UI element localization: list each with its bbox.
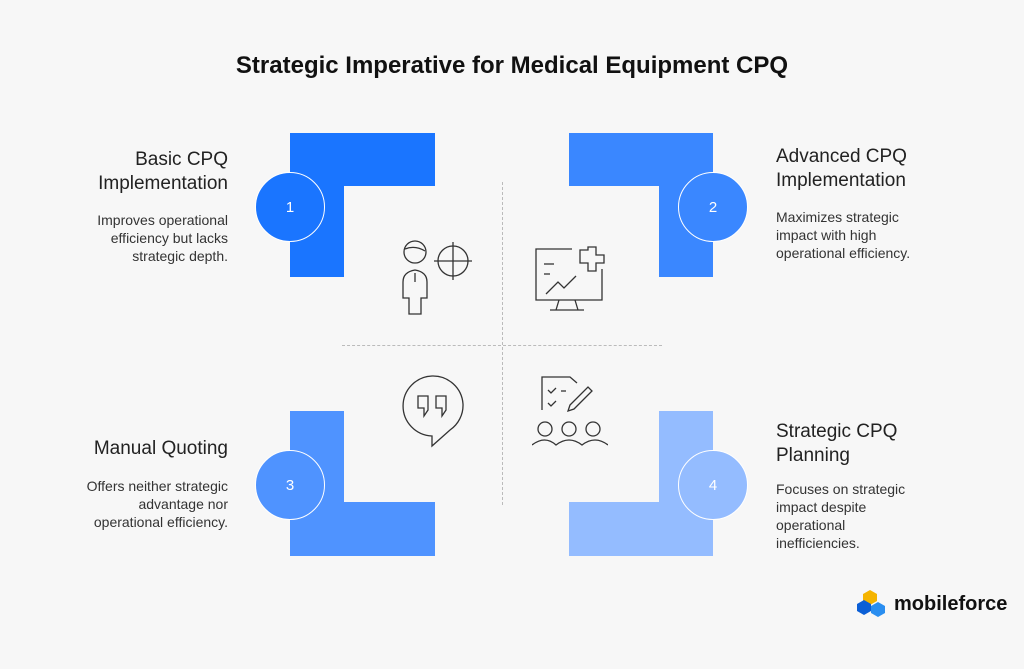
q4-desc-line: inefficiencies. [776, 535, 860, 551]
q4-description: Focuses on strategic impact despite oper… [776, 480, 905, 552]
q2-desc-line: Maximizes strategic [776, 209, 899, 225]
q4-heading: Strategic CPQ Planning [776, 420, 897, 468]
quote-bubble-icon [402, 375, 464, 448]
q2-desc-line: impact with high [776, 227, 877, 243]
q1-description: Improves operational efficiency but lack… [97, 211, 228, 265]
q4-heading-line: Strategic CPQ [776, 421, 898, 442]
mobileforce-logo-icon [857, 590, 885, 617]
q3-desc-line: operational efficiency. [93, 514, 228, 530]
q4-desc-line: Focuses on strategic [776, 481, 906, 497]
q4-heading-line: Planning [776, 445, 850, 466]
q3-description: Offers neither strategic advantage nor o… [87, 477, 228, 531]
vertical-divider [502, 182, 503, 505]
monitor-chart-plus-icon [535, 246, 605, 311]
q3-desc-line: advantage nor [138, 496, 228, 512]
q2-desc-line: operational efficiency. [776, 245, 911, 261]
q3-number-badge: 3 [255, 450, 325, 520]
page-title: Strategic Imperative for Medical Equipme… [235, 52, 789, 79]
q4-desc-line: impact despite [776, 499, 867, 515]
q1-number-badge: 1 [255, 172, 325, 242]
q3-heading-line: Manual Quoting [93, 438, 228, 459]
horizontal-divider [342, 345, 662, 346]
q4-desc-line: operational [776, 517, 846, 533]
team-checklist-icon [532, 376, 608, 446]
mobileforce-logo: mobileforce [856, 590, 1007, 618]
q3-bracket-horizontal [290, 502, 435, 556]
q1-heading-line: Basic CPQ [135, 149, 228, 170]
q1-desc-line: Improves operational [97, 212, 228, 228]
q1-heading-line: Implementation [98, 173, 228, 194]
q2-description: Maximizes strategic impact with high ope… [776, 208, 910, 262]
q2-heading-line: Advanced CPQ [776, 146, 907, 167]
q2-number-badge: 2 [678, 172, 748, 242]
person-target-icon [402, 240, 472, 315]
q1-heading: Basic CPQ Implementation [98, 148, 228, 196]
q4-number-badge: 4 [678, 450, 748, 520]
q2-heading: Advanced CPQ Implementation [776, 145, 907, 193]
logo-text: mobileforce [894, 592, 1008, 615]
q3-desc-line: Offers neither strategic [86, 478, 228, 494]
q3-heading: Manual Quoting [94, 437, 228, 461]
q2-heading-line: Implementation [776, 170, 906, 191]
q1-desc-line: efficiency but lacks [110, 230, 228, 246]
q1-desc-line: strategic depth. [132, 248, 228, 264]
